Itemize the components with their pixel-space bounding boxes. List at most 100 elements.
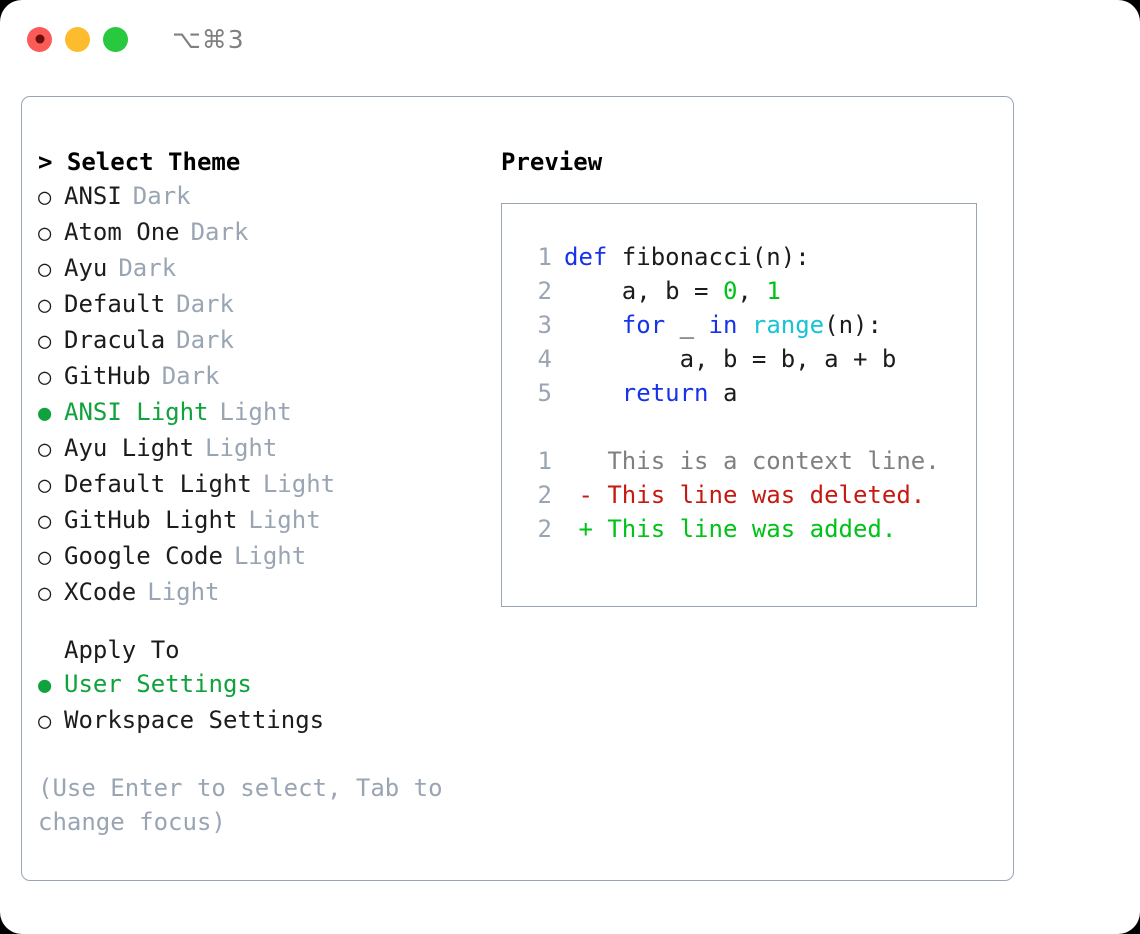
radio-unselected-icon: ○	[38, 365, 52, 390]
apply-to-list: ●User Settings○Workspace Settings	[38, 667, 478, 739]
code-token-kw: for	[621, 311, 666, 339]
theme-option-google-code[interactable]: ○ Google Code Light	[38, 539, 478, 575]
diff-sample-block: 1 This is a context line. 2 - This line w…	[518, 444, 976, 546]
theme-option-dracula[interactable]: ○ Dracula Dark	[38, 323, 478, 359]
code-line: 3 for _ in range(n):	[518, 308, 976, 342]
theme-option-atom-one[interactable]: ○ Atom One Dark	[38, 215, 478, 251]
minimize-window-icon[interactable]	[65, 26, 90, 52]
code-line-text: def fibonacci(n):	[564, 240, 810, 274]
theme-option-name: Ayu	[64, 254, 108, 282]
zoom-window-icon[interactable]	[103, 26, 128, 52]
line-number: 3	[537, 311, 552, 339]
select-theme-heading: > Select Theme	[38, 148, 241, 176]
theme-option-variant: Light	[233, 542, 307, 570]
theme-option-name: Atom One	[64, 218, 180, 246]
code-token-plain: a, b =	[564, 277, 723, 305]
theme-option-variant: Light	[248, 506, 321, 534]
radio-unselected-icon: ○	[38, 437, 52, 462]
code-line: 2 a, b = 0, 1	[518, 274, 976, 308]
radio-selected-icon: ●	[38, 673, 52, 698]
close-window-icon[interactable]	[27, 26, 52, 52]
preview-heading: Preview	[501, 148, 603, 176]
code-token-num: 0	[722, 277, 738, 305]
code-token-plain	[564, 379, 622, 407]
theme-option-variant: Light	[219, 398, 292, 426]
diff-line: 2 + This line was added.	[518, 512, 976, 546]
apply-to-option-workspace-settings[interactable]: ○Workspace Settings	[38, 703, 478, 739]
code-line: 1 def fibonacci(n):	[518, 240, 976, 274]
radio-selected-icon: ●	[38, 401, 52, 426]
line-number: 5	[537, 379, 552, 407]
apply-to-heading: Apply To	[64, 636, 180, 664]
theme-option-variant: Dark	[176, 290, 234, 318]
radio-unselected-icon: ○	[38, 581, 52, 606]
code-token-del: - This line was deleted.	[564, 481, 926, 509]
theme-option-ansi-light[interactable]: ● ANSI Light Light	[38, 395, 478, 431]
theme-option-default-light[interactable]: ○ Default Light Light	[38, 467, 478, 503]
code-line-text: - This line was deleted.	[564, 478, 925, 512]
title-bar: ⌥⌘3	[0, 0, 1140, 78]
radio-unselected-icon: ○	[38, 257, 52, 282]
radio-unselected-icon: ○	[38, 709, 52, 734]
diff-line: 1 This is a context line.	[518, 444, 976, 478]
radio-unselected-icon: ○	[38, 293, 52, 318]
code-token-plain: ,	[737, 277, 767, 305]
line-number: 4	[537, 345, 552, 373]
code-token-kw: in	[708, 311, 738, 339]
radio-unselected-icon: ○	[38, 221, 52, 246]
theme-option-name: GitHub	[64, 362, 151, 390]
code-line-text: This is a context line.	[564, 444, 940, 478]
code-token-plain	[737, 311, 751, 339]
keyboard-hint-text: (Use Enter to select, Tab to change focu…	[38, 774, 443, 836]
theme-option-name: Google Code	[64, 542, 223, 570]
code-token-plain: a	[708, 379, 738, 407]
code-token-num: 1	[766, 277, 781, 305]
theme-option-name: ANSI Light	[64, 398, 209, 426]
code-token-kw: def	[564, 243, 622, 271]
code-token-ctx: This is a context line.	[564, 447, 940, 475]
spacer	[38, 739, 478, 771]
theme-option-name: GitHub Light	[64, 506, 238, 534]
theme-option-name: Dracula	[64, 326, 166, 354]
code-line: 5 return a	[518, 376, 976, 410]
apply-to-option-user-settings[interactable]: ●User Settings	[38, 667, 478, 703]
theme-option-name: XCode	[64, 578, 137, 606]
code-line-text: a, b = b, a + b	[564, 342, 897, 376]
line-number: 1	[537, 447, 552, 475]
spacer	[518, 410, 976, 444]
code-token-plain	[564, 311, 622, 339]
code-token-plain: a, b = b, a + b	[564, 345, 897, 373]
theme-option-variant: Light	[262, 470, 336, 498]
code-token-add: + This line was added.	[564, 515, 897, 543]
theme-option-variant: Dark	[176, 326, 234, 354]
keyboard-shortcut-label: ⌥⌘3	[172, 24, 245, 54]
line-number: 2	[537, 515, 552, 543]
traffic-light-group	[27, 26, 128, 52]
theme-option-name: Default Light	[64, 470, 252, 498]
code-token-fn: range	[751, 311, 825, 339]
theme-option-variant: Dark	[190, 218, 249, 246]
radio-unselected-icon: ○	[38, 329, 52, 354]
theme-option-variant: Dark	[132, 182, 191, 210]
code-line-text: for _ in range(n):	[564, 308, 882, 342]
radio-unselected-icon: ○	[38, 473, 52, 498]
line-number: 1	[537, 243, 552, 271]
radio-unselected-icon: ○	[38, 185, 52, 210]
radio-unselected-icon: ○	[38, 545, 52, 570]
code-line-text: a, b = 0, 1	[564, 274, 781, 308]
code-line-text: return a	[564, 376, 738, 410]
